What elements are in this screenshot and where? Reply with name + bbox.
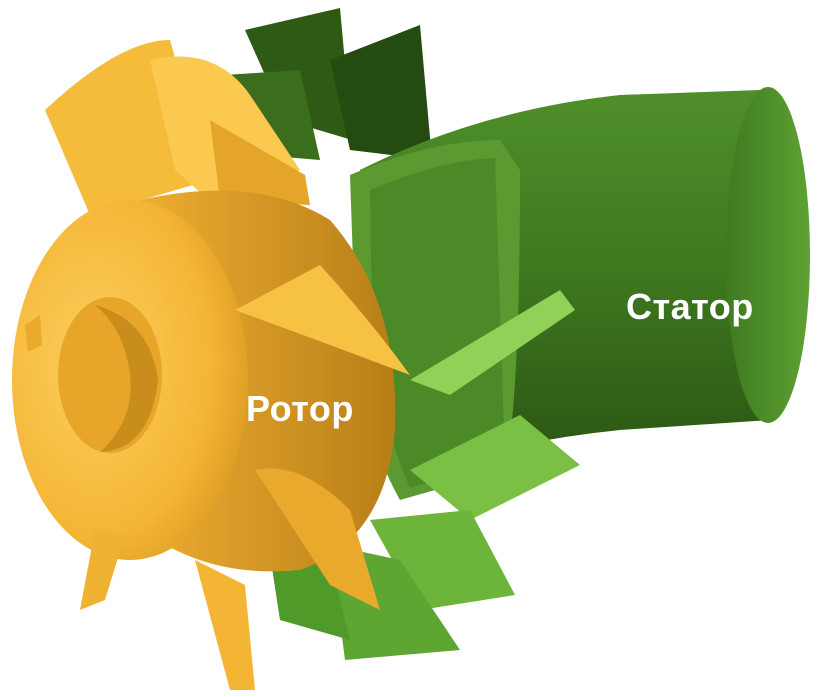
stator-blade bbox=[330, 25, 432, 160]
stator-end-face bbox=[726, 87, 810, 423]
stator-label: Статор bbox=[626, 286, 754, 328]
rotor-label: Ротор bbox=[246, 388, 354, 430]
rotor-blade bbox=[195, 560, 255, 690]
